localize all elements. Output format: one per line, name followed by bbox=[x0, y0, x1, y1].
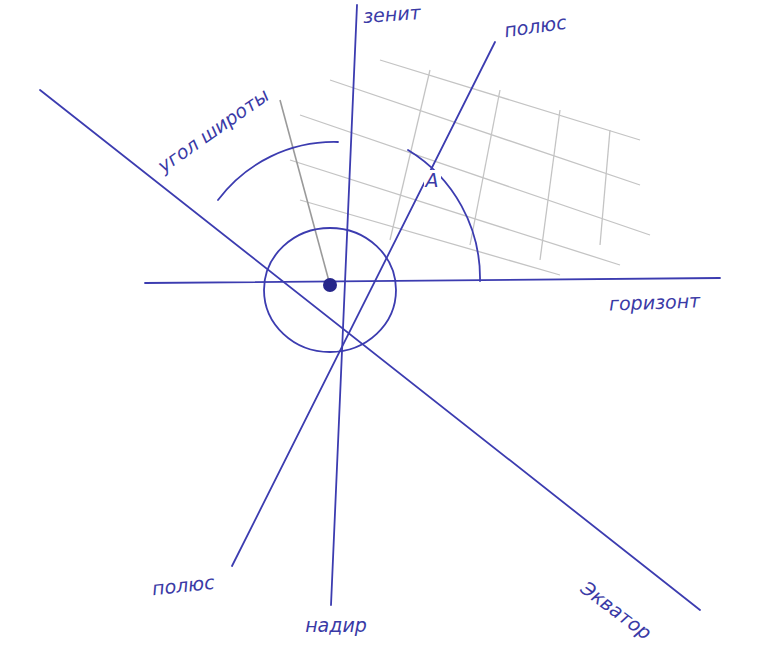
pole-label: полюс bbox=[149, 571, 217, 599]
pencil-hatching bbox=[280, 60, 650, 285]
zenith-label: зенит bbox=[361, 1, 424, 26]
equator-label: Экватор bbox=[575, 576, 657, 645]
horizon-label: горизонт bbox=[607, 290, 703, 314]
angle-letter: A bbox=[424, 170, 441, 191]
nadir-label: надир bbox=[303, 615, 369, 636]
observer-dot bbox=[323, 278, 337, 292]
ink-lines bbox=[40, 5, 720, 610]
angle-label: угол широты bbox=[152, 83, 274, 177]
pole-label: полюс bbox=[501, 11, 570, 41]
